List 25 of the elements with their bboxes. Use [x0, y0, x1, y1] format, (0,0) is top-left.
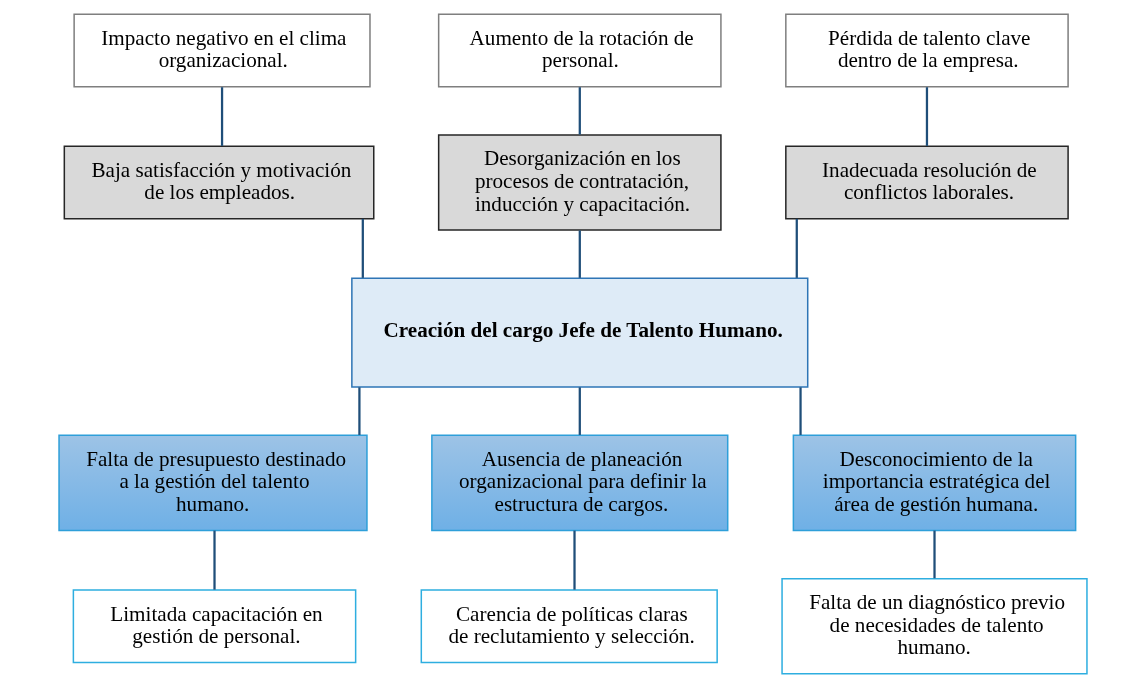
- connector: [220, 87, 223, 146]
- connector: [795, 218, 798, 278]
- connector: [925, 87, 928, 146]
- node-box: Inadecuada resolución de conflictos laborales.: [784, 145, 1069, 220]
- connector: [578, 87, 581, 135]
- node-box: Baja satisfacción y motivación de los empleados.: [63, 145, 374, 220]
- connector: [357, 387, 361, 435]
- connector: [578, 230, 581, 278]
- connector: [212, 530, 216, 590]
- connector: [572, 530, 576, 590]
- connector: [578, 387, 581, 435]
- node-box: Limitada capacitación en gestión de personal.: [72, 589, 356, 664]
- node-box: Impacto negativo en el clima organizacional.: [72, 13, 371, 88]
- node-box: Pérdida de talento clave dentro de la empresa.: [784, 13, 1069, 88]
- node-box: Falta de un diagnóstico previo de necesidades de talento humano.: [780, 577, 1088, 675]
- node-box: Carencia de políticas claras de reclutamiento y selección.: [420, 589, 718, 664]
- node-box: Aumento de la rotación de personal.: [437, 13, 722, 88]
- node-box: Falta de presupuesto destinado a la gestión del talento humano.: [57, 434, 368, 532]
- connector: [932, 530, 936, 579]
- node-box: Desconocimiento de la importancia estratégica del área de gestión humana.: [792, 434, 1076, 532]
- node-box: Creación del cargo Jefe de Talento Humano.: [350, 277, 808, 388]
- node-box: Ausencia de planeación organizacional para definir la estructura de cargos.: [430, 434, 728, 532]
- connector: [361, 218, 364, 278]
- node-box: Desorganización en los procesos de contratación, inducción y capacitación.: [437, 134, 722, 231]
- connector: [798, 387, 802, 435]
